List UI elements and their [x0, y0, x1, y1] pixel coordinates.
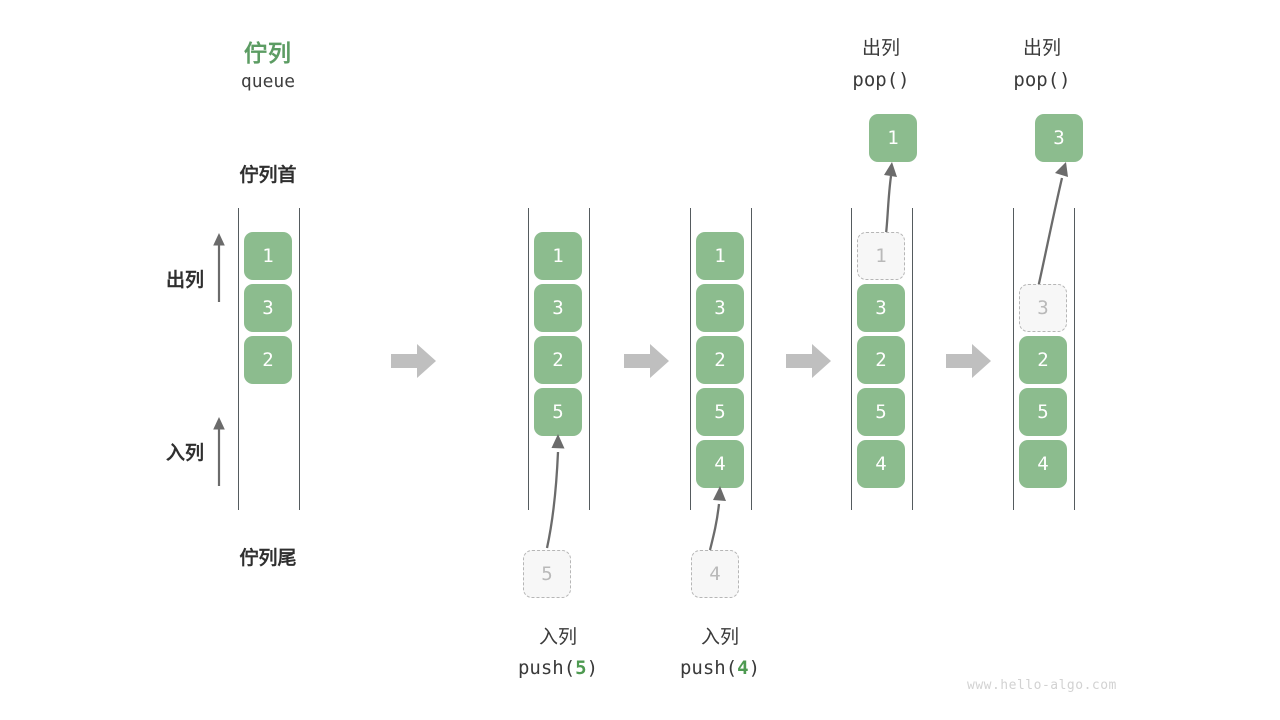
cell-value: 1: [262, 245, 274, 267]
queue-rail-right: [1074, 208, 1075, 510]
pop-op-code: pop(): [1013, 69, 1071, 91]
queue-rail-left: [1013, 208, 1014, 510]
push-code-prefix: push(: [517, 657, 576, 679]
cell-value: 4: [714, 453, 726, 475]
queue-cell: 1: [857, 232, 905, 280]
cell-value: 5: [714, 401, 726, 423]
queue-tail-label: 佇列尾: [239, 548, 297, 569]
queue-cell: 3: [244, 284, 292, 332]
queue-cell: 3: [696, 284, 744, 332]
push-op-label: 入列: [538, 627, 577, 648]
pop-arrow-icon: [884, 162, 897, 235]
popped-element: 3: [1035, 114, 1083, 162]
queue-rail-left: [690, 208, 691, 510]
push-arrow-icon: [545, 434, 565, 549]
incoming-element: 5: [523, 550, 571, 598]
queue-cell: 4: [857, 440, 905, 488]
queue-rail-left: [851, 208, 852, 510]
queue-cell: 1: [534, 232, 582, 280]
queue-cell: 5: [534, 388, 582, 436]
queue-head-label: 佇列首: [239, 165, 297, 186]
queue-cell: 2: [1019, 336, 1067, 384]
queue-rail-right: [751, 208, 752, 510]
queue-cell: 2: [534, 336, 582, 384]
queue-cell: 1: [696, 232, 744, 280]
queue-cell: 1: [244, 232, 292, 280]
cell-value: 5: [1037, 401, 1049, 423]
incoming-element: 4: [691, 550, 739, 598]
pop-op-label: 出列: [861, 38, 900, 59]
queue-cell: 3: [534, 284, 582, 332]
enqueue-direction-arrow-icon: [213, 417, 225, 486]
cell-value: 4: [709, 563, 721, 585]
pop-op-label: 出列: [1022, 38, 1061, 59]
watermark: www.hello-algo.com: [967, 678, 1117, 693]
queue-rail-left: [528, 208, 529, 510]
cell-value: 3: [552, 297, 564, 319]
flow-arrow-icon: [624, 344, 669, 378]
push-op-code: push(5): [458, 657, 658, 679]
cell-value: 4: [875, 453, 887, 475]
queue-cell: 3: [857, 284, 905, 332]
cell-value: 5: [552, 401, 564, 423]
queue-rail-right: [299, 208, 300, 510]
cell-value: 3: [714, 297, 726, 319]
enqueue-direction-label: 入列: [165, 443, 204, 464]
push-code-suffix: ): [748, 657, 761, 679]
push-op-code: push(4): [620, 657, 820, 679]
cell-value: 2: [262, 349, 274, 371]
pop-arrow-icon: [1036, 162, 1068, 289]
cell-value: 5: [541, 563, 553, 585]
flow-arrow-icon: [391, 344, 436, 378]
cell-value: 5: [875, 401, 887, 423]
cell-value: 1: [887, 127, 899, 149]
queue-rail-left: [238, 208, 239, 510]
cell-value: 4: [1037, 453, 1049, 475]
cell-value: 3: [1037, 297, 1049, 319]
cell-value: 3: [875, 297, 887, 319]
queue-rail-right: [912, 208, 913, 510]
cell-value: 2: [552, 349, 564, 371]
push-code-number: 4: [737, 657, 749, 679]
queue-cell: 2: [244, 336, 292, 384]
cell-value: 1: [714, 245, 726, 267]
queue-cell: 4: [1019, 440, 1067, 488]
push-op-label: 入列: [700, 627, 739, 648]
queue-cell: 5: [696, 388, 744, 436]
flow-arrow-icon: [946, 344, 991, 378]
cell-value: 2: [714, 349, 726, 371]
popped-element: 1: [869, 114, 917, 162]
pop-op-code: pop(): [852, 69, 910, 91]
page-title-code: queue: [240, 71, 296, 92]
cell-value: 2: [1037, 349, 1049, 371]
cell-value: 3: [1053, 127, 1065, 149]
flow-arrow-icon: [786, 344, 831, 378]
queue-cell: 2: [857, 336, 905, 384]
queue-cell: 5: [857, 388, 905, 436]
push-code-prefix: push(: [679, 657, 738, 679]
queue-cell: 5: [1019, 388, 1067, 436]
queue-cell: 2: [696, 336, 744, 384]
queue-cell: 3: [1019, 284, 1067, 332]
page-title-cn: 佇列: [244, 40, 292, 66]
cell-value: 2: [875, 349, 887, 371]
cell-value: 3: [262, 297, 274, 319]
push-code-number: 5: [575, 657, 587, 679]
queue-cell: 4: [696, 440, 744, 488]
dequeue-direction-label: 出列: [165, 270, 204, 291]
cell-value: 1: [875, 245, 887, 267]
dequeue-direction-arrow-icon: [213, 233, 225, 302]
push-arrow-icon: [708, 486, 726, 551]
cell-value: 1: [552, 245, 564, 267]
queue-rail-right: [589, 208, 590, 510]
push-code-suffix: ): [586, 657, 599, 679]
